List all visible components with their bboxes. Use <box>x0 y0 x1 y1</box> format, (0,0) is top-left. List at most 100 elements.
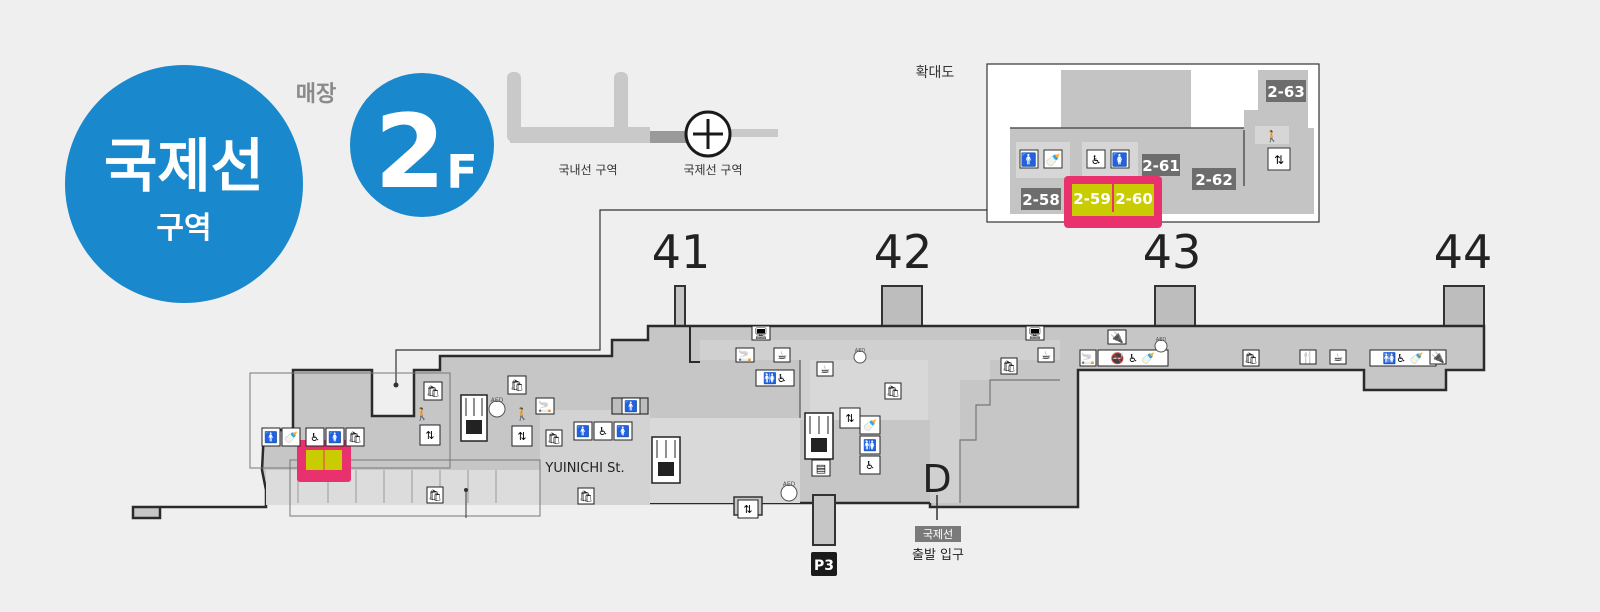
svg-text:🚹: 🚹 <box>264 431 278 444</box>
overview-domestic-label: 국내선 구역 <box>558 163 617 177</box>
svg-text:🍴: 🍴 <box>1301 351 1315 364</box>
svg-text:🖥: 🖥 <box>754 327 768 340</box>
escalator-icon <box>651 436 681 484</box>
svg-text:🚹: 🚹 <box>1021 152 1037 168</box>
inset-shops: 2-61 2-62 2-63 2-58 2-59 2-60 <box>1021 80 1306 228</box>
street-label: YUINICHI St. <box>544 461 624 476</box>
aed-icon: AED <box>488 397 506 418</box>
floor-prefix: 매장 <box>296 82 336 107</box>
svg-text:🚻♿: 🚻♿ <box>763 372 787 385</box>
elevator-icon: ⇅ <box>419 424 441 446</box>
atm-icon: 🖥 <box>1025 325 1045 341</box>
gate-42-stub <box>881 285 923 331</box>
overview-intl-label: 국제선 구역 <box>683 163 742 177</box>
stairs-icon: 🚶 <box>415 407 430 421</box>
svg-text:🚬: 🚬 <box>738 349 752 362</box>
restroom-icons-left: 🚹 🍼 ♿ 🚺 🛍 <box>261 427 365 447</box>
inset-corridor <box>1061 70 1191 130</box>
gate-42-label: 42 <box>874 225 933 279</box>
gate-labels: 41 42 43 44 <box>652 225 1493 279</box>
svg-text:☕: ☕ <box>1041 349 1051 362</box>
svg-text:🚶: 🚶 <box>1265 130 1279 143</box>
svg-text:☕: ☕ <box>1333 351 1343 364</box>
escalator-icon <box>804 412 834 460</box>
charging-icon: 🔌 <box>1429 349 1447 365</box>
escalator-icon <box>460 394 488 442</box>
svg-text:☕: ☕ <box>777 349 787 362</box>
svg-text:AED: AED <box>1156 337 1167 343</box>
shop-bag-icon: 🛍 <box>1242 349 1260 367</box>
restroom-icons-center: 🚹 ♿ 🚺 🚹 <box>573 397 641 441</box>
svg-text:🛍: 🛍 <box>579 490 593 503</box>
svg-text:🛍: 🛍 <box>547 432 561 445</box>
shop-bag-icon: 🛍 <box>884 382 902 400</box>
svg-text:국제선: 국제선 <box>923 528 953 541</box>
parking-p3-sign <box>811 552 837 576</box>
stairs-icon: 🚶 <box>515 407 530 421</box>
floor-circle <box>350 73 494 217</box>
shop-bag-icon: 🛍 <box>577 487 595 505</box>
svg-text:P3: P3 <box>814 558 834 574</box>
shop-2-59[interactable] <box>1072 184 1112 212</box>
svg-text:♿: ♿ <box>1091 153 1102 167</box>
svg-text:AED: AED <box>783 481 796 488</box>
aed-icon: AED <box>853 348 867 364</box>
svg-text:🔌: 🔌 <box>1110 331 1124 344</box>
svg-text:🚬: 🚬 <box>538 400 552 413</box>
inset-map: 확대도 🚹 🍼 ♿ 🚺 ⇅ 🚶 2-61 2-62 <box>916 63 1320 228</box>
zone-circle <box>65 65 303 303</box>
aed-icon: AED <box>1154 337 1168 353</box>
svg-text:♿: ♿ <box>865 459 875 472</box>
overview-intl-tail <box>698 129 778 137</box>
svg-text:2-59: 2-59 <box>1073 190 1111 208</box>
inset-restroom-icons: 🚹 🍼 ♿ 🚺 ⇅ 🚶 <box>1019 130 1291 171</box>
svg-text:⇅: ⇅ <box>1274 153 1284 167</box>
svg-text:⇅: ⇅ <box>517 430 526 443</box>
elevator-icon: ⇅ <box>511 425 533 447</box>
aed-icon: AED <box>780 481 798 502</box>
svg-text:🚹: 🚹 <box>576 425 590 438</box>
floor-plan: 41 42 43 44 <box>131 225 1493 576</box>
restaurant-icon: 🍴 <box>1299 349 1317 365</box>
svg-text:🚬: 🚬 <box>1081 352 1095 365</box>
svg-text:🛍: 🛍 <box>1002 360 1016 373</box>
svg-text:🚭 ♿ 🍼: 🚭 ♿ 🍼 <box>1111 352 1156 365</box>
shop-2-58[interactable] <box>1021 188 1061 210</box>
svg-text:🍼: 🍼 <box>1046 153 1061 167</box>
smoking-area-icon: 🚬 <box>535 397 555 415</box>
gate-43-stub <box>1154 285 1196 331</box>
svg-text:🚺: 🚺 <box>616 425 630 438</box>
entrance-d: D 국제선 출발 입구 <box>912 457 964 563</box>
zone-badge: 국제선 구역 <box>65 65 303 303</box>
zone-subtitle: 구역 <box>156 211 211 246</box>
svg-text:AED: AED <box>491 397 504 404</box>
inset-title: 확대도 <box>916 65 955 81</box>
entrance-letter: D <box>922 457 951 501</box>
cafe-icon: ☕ <box>816 361 834 377</box>
svg-text:♿: ♿ <box>598 425 608 438</box>
elevator-icon: ⇅ <box>737 499 759 519</box>
svg-text:🚺: 🚺 <box>1112 152 1128 168</box>
inset-leader-line <box>395 209 987 385</box>
elevator-icon: ⇅ <box>839 407 861 429</box>
svg-text:♿: ♿ <box>310 431 320 444</box>
shop-2-60[interactable] <box>1114 184 1154 212</box>
svg-text:🚶: 🚶 <box>515 407 530 421</box>
gate-41-label: 41 <box>652 225 711 279</box>
shop-2-62[interactable] <box>1192 168 1236 190</box>
shop-bag-icon: 🛍 <box>1000 357 1018 375</box>
locker-icon: ▤ <box>811 459 831 477</box>
shop-bag-icon: 🛍 <box>507 375 527 395</box>
floor-number: 2 <box>375 93 446 212</box>
shop-2-61[interactable] <box>1142 154 1180 176</box>
svg-text:🚶: 🚶 <box>415 407 430 421</box>
zone-title: 국제선 <box>104 132 264 200</box>
entrance-description: 출발 입구 <box>912 548 964 563</box>
svg-text:⇅: ⇅ <box>845 412 854 425</box>
overview-wing-left <box>507 72 521 142</box>
svg-text:2-61: 2-61 <box>1142 157 1180 175</box>
shop-2-63[interactable] <box>1266 80 1306 102</box>
svg-text:🛍: 🛍 <box>886 385 900 398</box>
floor-letter: F <box>446 145 477 199</box>
p3-corridor <box>812 494 836 546</box>
